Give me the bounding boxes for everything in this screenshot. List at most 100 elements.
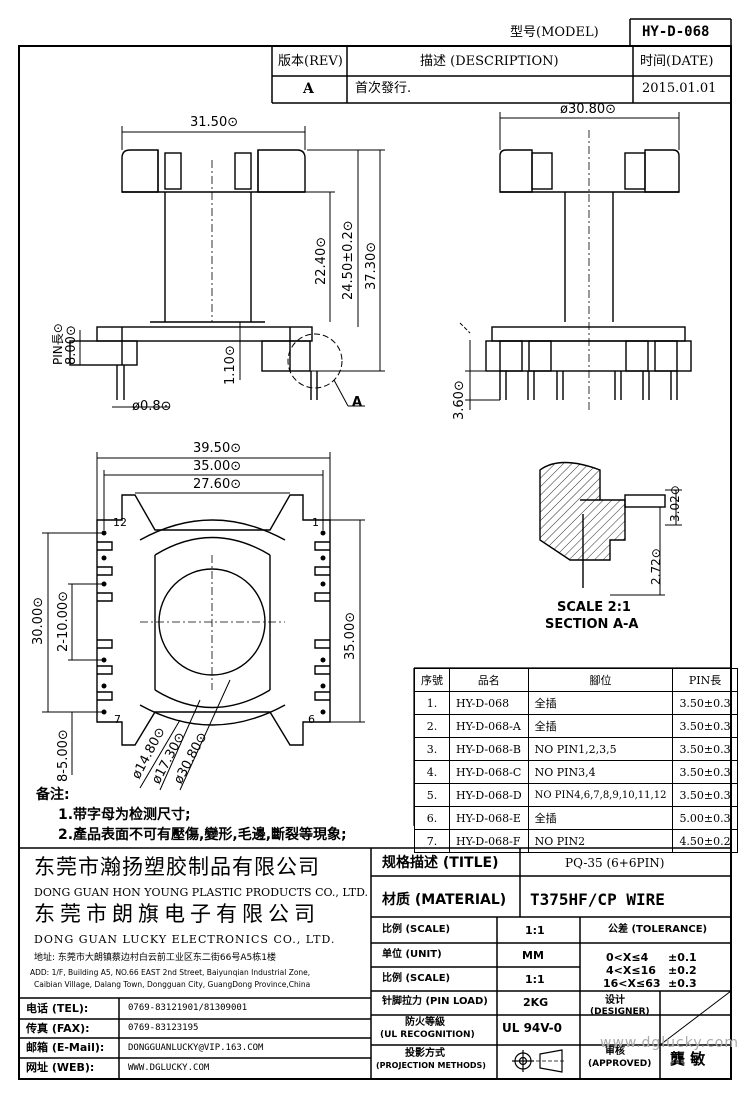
approved-label-1: 审核 xyxy=(605,1046,625,1057)
company-address-en-2: Caibian Village, Dalang Town, Dongguan C… xyxy=(34,980,311,989)
detail-scale-label: SCALE 2:1 xyxy=(557,600,631,615)
dim-detail-2: 2.72⊙ xyxy=(649,548,663,585)
section-detail xyxy=(539,461,666,588)
material-value: T375HF/CP WIRE xyxy=(530,890,665,909)
table-cell: 2. xyxy=(414,714,450,738)
pin-table-header: 序號 品名 腳位 PIN長 xyxy=(414,668,738,692)
unit-value: MM xyxy=(522,949,544,962)
tolerance-value-1: ±0.1 xyxy=(668,951,697,964)
table-cell: 7. xyxy=(414,829,450,853)
pin-table-header-cell: 品名 xyxy=(449,668,529,692)
rev-value: A xyxy=(303,81,314,97)
projection-label-1: 投影方式 xyxy=(405,1048,445,1059)
projection-symbol xyxy=(512,1049,566,1073)
table-row: 3. HY-D-068-B NO PIN1,2,3,5 3.50±0.3 xyxy=(414,737,738,761)
desc-label: 描述 (DESCRIPTION) xyxy=(420,54,559,69)
approved-signature: 龔 敏 xyxy=(670,1050,706,1068)
table-cell: NO PIN3,4 xyxy=(527,760,674,784)
ul-label-2: (UL RECOGNITION) xyxy=(380,1030,475,1040)
approved-label-2: (APPROVED) xyxy=(588,1059,652,1069)
tolerance-label: 公差 (TOLERANCE) xyxy=(608,924,708,935)
dim-pin-len-label: PIN長⊙ xyxy=(51,323,65,365)
pin-number-1: 1 xyxy=(312,516,319,529)
dim-bottom-pitch: 2-10.00⊙ xyxy=(56,590,71,652)
table-cell: HY-D-068-F xyxy=(449,829,529,853)
pin-table: 序號 品名 腳位 PIN長 1. HY-D-068 全插 3.50±0.3 2.… xyxy=(414,668,738,853)
table-cell: 3.50±0.3 xyxy=(672,737,738,761)
ul-label-1: 防火等級 xyxy=(405,1017,445,1028)
model-label: 型号(MODEL) xyxy=(510,25,599,40)
pin-table-header-cell: 序號 xyxy=(414,668,450,692)
notes-line-1: 1.带字母为检测尺寸; xyxy=(58,807,191,823)
rev-label: 版本(REV) xyxy=(278,54,343,69)
table-cell: 3.50±0.3 xyxy=(672,714,738,738)
projection-label-2: (PROJECTION METHODS) xyxy=(376,1061,486,1070)
table-cell: 4. xyxy=(414,760,450,784)
table-row: 2. HY-D-068-A 全插 3.50±0.3 xyxy=(414,714,738,738)
designer-label-2: (DESIGNER) xyxy=(590,1007,650,1017)
dim-bottom-h1: 30.00⊙ xyxy=(31,596,46,645)
table-cell: 全插 xyxy=(527,806,674,830)
table-row: 7. HY-D-068-F NO PIN2 4.50±0.2 xyxy=(414,829,738,853)
table-cell: HY-D-068 xyxy=(449,691,529,715)
front-view xyxy=(69,149,318,400)
company-address-cn: 地址: 东莞市大朗镇蔡边村白云前工业区东二街66号A5栋1楼 xyxy=(34,953,276,963)
dim-front-width: 31.50⊙ xyxy=(190,115,239,130)
dim-bottom-w2: 35.00⊙ xyxy=(193,459,242,474)
dim-side-dia: ø30.80⊙ xyxy=(560,102,617,117)
dim-bottom-w1: 39.50⊙ xyxy=(193,441,242,456)
dim-gap: 1.10⊙ xyxy=(223,345,238,385)
table-row: 1. HY-D-068 全插 3.50±0.3 xyxy=(414,691,738,715)
desc-value: 首次發行. xyxy=(355,81,412,96)
table-cell: HY-D-068-D xyxy=(449,783,529,807)
spec-title-value: PQ-35 (6+6PIN) xyxy=(565,856,665,870)
table-cell: 3.50±0.3 xyxy=(672,760,738,784)
table-cell: 3.50±0.3 xyxy=(672,783,738,807)
email-value: DONGGUANLUCKY@VIP.163.COM xyxy=(128,1043,264,1053)
table-cell: HY-D-068-E xyxy=(449,806,529,830)
table-cell: 5.00±0.3 xyxy=(672,806,738,830)
table-cell: 4.50±0.2 xyxy=(672,829,738,853)
pin-number-6: 6 xyxy=(308,713,315,726)
dim-bottom-w3: 27.60⊙ xyxy=(193,477,242,492)
designer-label-1: 设计 xyxy=(605,995,625,1006)
notes-line-2: 2.產品表面不可有壓傷,變形,毛邊,斷裂等現象; xyxy=(58,827,347,843)
pin-table-header-cell: 腳位 xyxy=(527,668,674,692)
dim-bottom-row: 8-5.00⊙ xyxy=(56,729,71,782)
date-label: 时间(DATE) xyxy=(640,54,714,69)
spec-title-label: 规格描述 (TITLE) xyxy=(382,855,499,871)
section-callout-letter: A xyxy=(352,395,363,410)
table-row: 6. HY-D-068-E 全插 5.00±0.3 xyxy=(414,806,738,830)
watermark: www.dglucky.com xyxy=(600,1035,739,1051)
table-row: 4. HY-D-068-C NO PIN3,4 3.50±0.3 xyxy=(414,760,738,784)
table-cell: HY-D-068-C xyxy=(449,760,529,784)
fax-label: 传真 (FAX): xyxy=(26,1022,90,1035)
fax-value: 0769-83123195 xyxy=(128,1023,199,1033)
table-cell: 全插 xyxy=(527,714,674,738)
bottom-pin-dots xyxy=(101,530,326,715)
tolerance-value-2: ±0.2 xyxy=(668,964,697,977)
side-view xyxy=(485,130,692,410)
model-value: HY-D-068 xyxy=(642,24,710,40)
company-address-en-1: ADD: 1/F, Building A5, NO.66 EAST 2nd St… xyxy=(30,968,311,977)
drawing-border xyxy=(18,45,732,1080)
table-cell: 3. xyxy=(414,737,450,761)
pin-table-header-cell: PIN長 xyxy=(672,668,738,692)
material-label: 材质 (MATERIAL) xyxy=(382,892,507,908)
table-cell: NO PIN1,2,3,5 xyxy=(527,737,674,761)
email-label: 邮箱 (E-Mail): xyxy=(26,1041,105,1054)
table-cell: 3.50±0.3 xyxy=(672,691,738,715)
dim-height-total: 37.30⊙ xyxy=(364,241,379,290)
table-cell: 1. xyxy=(414,691,450,715)
tolerance-value-3: ±0.3 xyxy=(668,977,697,990)
tel-value: 0769-83121901/81309001 xyxy=(128,1003,248,1013)
ul-value: UL 94V-0 xyxy=(502,1021,563,1035)
company-name-1-en: DONG GUAN HON YOUNG PLASTIC PRODUCTS CO.… xyxy=(34,886,369,899)
dim-pin-dia: ø0.8⊙ xyxy=(132,399,172,414)
table-cell: 5. xyxy=(414,783,450,807)
table-row: 5. HY-D-068-D NO PIN4,6,7,8,9,10,11,12 3… xyxy=(414,783,738,807)
table-cell: HY-D-068-B xyxy=(449,737,529,761)
table-cell: 全插 xyxy=(527,691,674,715)
dim-pin-len: 8.00⊙ xyxy=(64,325,79,365)
